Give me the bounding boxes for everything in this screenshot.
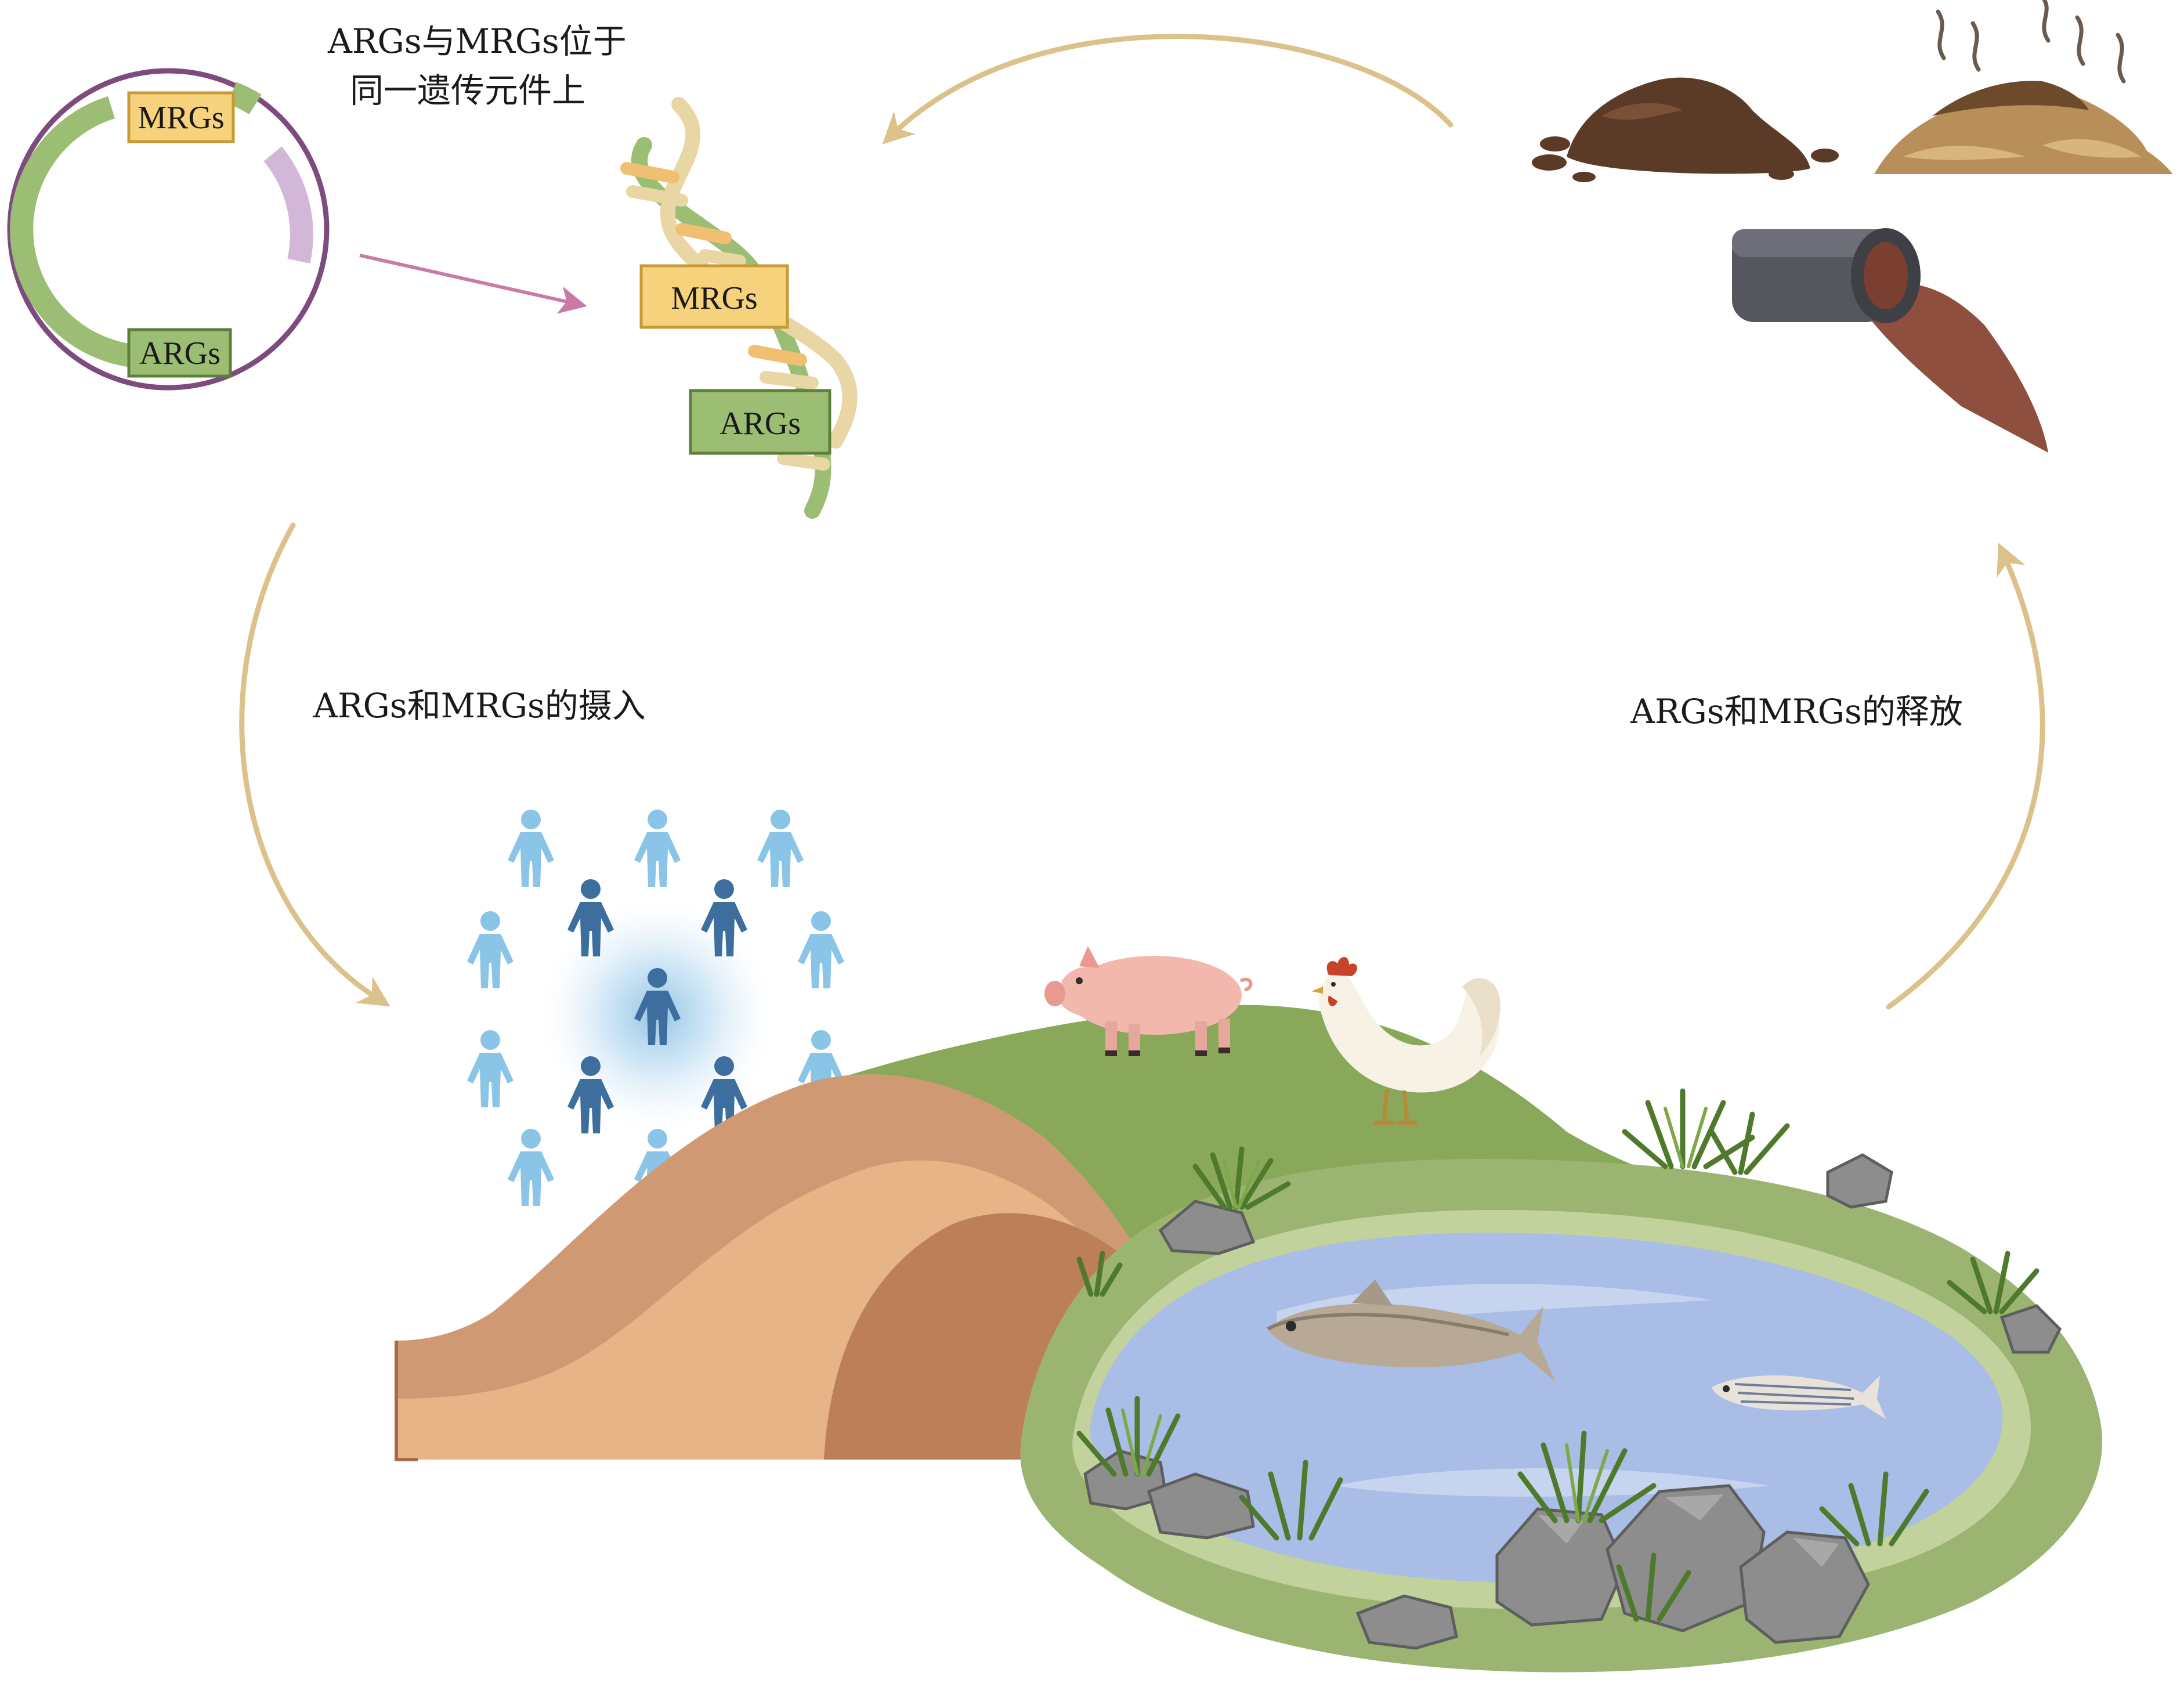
landscape (395, 946, 2103, 1673)
fish-icon (1267, 1280, 1555, 1381)
dna-args-label: ARGs (719, 406, 801, 442)
dna-args-box (689, 389, 831, 455)
rooster-icon (1311, 956, 1500, 1125)
colocation-caption-line1: ARGs与MRGs位于 (328, 21, 627, 61)
plasmid-icon: MRGs ARGs (7, 68, 330, 391)
people-crowd-icon (467, 810, 844, 1206)
plasmid-args-box (127, 328, 232, 378)
plasmid-mrgs-label: MRGs (138, 100, 224, 136)
plasmid-args-label: ARGs (139, 335, 220, 371)
colocation-caption-line2: 同一遗传元件上 (350, 71, 586, 110)
dna-mrgs-box (639, 264, 789, 329)
drain-pipe-icon (1732, 228, 2048, 453)
transfer-arrow (359, 254, 587, 314)
grass-clumps (1076, 1088, 2040, 1622)
plasmid-mrgs-box (127, 91, 235, 143)
arrow-release-to-colocation (882, 34, 1453, 145)
dna-helix-icon: MRGs ARGs (620, 97, 858, 519)
arrow-colocation-to-uptake (239, 522, 390, 1007)
compost-pile-icon (1874, 0, 2173, 174)
pig-icon (1044, 946, 1253, 1056)
soil-pile-icon (1532, 77, 1839, 182)
cycle-arrows (239, 34, 2045, 1010)
uptake-caption: ARGs和MRGs的摄入 (313, 686, 646, 725)
rocks (1083, 1153, 2062, 1650)
arrow-environment-to-release (1886, 543, 2045, 1010)
release-caption: ARGs和MRGs的释放 (1630, 692, 1963, 731)
dna-mrgs-label: MRGs (671, 280, 757, 316)
fish-icon (1712, 1375, 1886, 1419)
